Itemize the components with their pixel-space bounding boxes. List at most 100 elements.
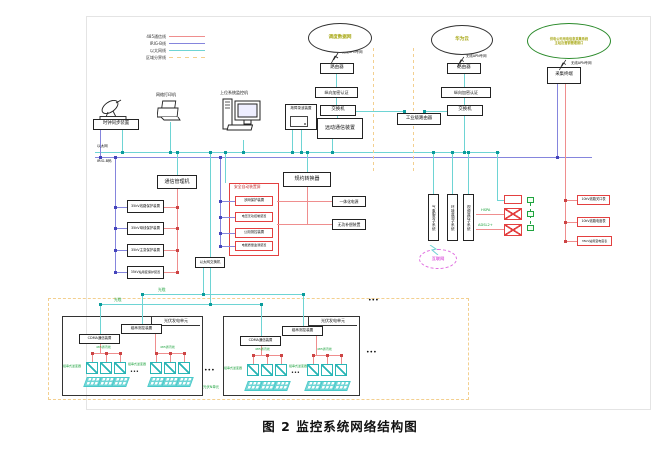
junction	[218, 244, 222, 248]
wire-r	[253, 355, 254, 364]
wire-c	[433, 152, 434, 194]
cloud-power-company-label: 供电公司用电信息采集系统 主站及营销管理接口	[549, 37, 589, 45]
485-label-1: 485通讯线	[96, 345, 111, 349]
legend-line-zone	[169, 57, 205, 58]
wire-b	[115, 250, 127, 251]
protect-line-label: 35kV线路保护装置	[131, 203, 160, 208]
wire-b	[115, 157, 116, 274]
junction	[218, 231, 222, 235]
junction	[120, 150, 124, 154]
junction	[339, 353, 343, 357]
junction	[182, 351, 186, 355]
wire-r	[476, 214, 504, 215]
weather-subsystem-label: 气象服务子系统	[432, 204, 437, 231]
ethernet-bus-label: 以太网	[97, 144, 108, 148]
wire-c	[468, 152, 469, 194]
wire-r	[164, 250, 177, 251]
string-inverter-icon	[114, 362, 126, 374]
junction	[90, 351, 94, 355]
legend-label-zone: 区域分界线	[146, 54, 166, 60]
wire-c	[292, 130, 293, 152]
junction	[301, 292, 305, 296]
protect-bus-label: 35kV母线保护装置	[131, 225, 160, 230]
string-monitor-2-label: 组串测控装置	[291, 328, 314, 333]
wire-c	[356, 111, 404, 112]
legend-row: IRIG-B线	[122, 40, 205, 47]
apn-label-1: 无线APN专网	[342, 50, 363, 54]
junction	[466, 150, 470, 154]
junction	[175, 248, 179, 252]
junction	[113, 226, 117, 230]
encrypt-auth-2: 纵向加密认证	[441, 87, 491, 98]
pv-unit-2-label-label: 光伏发电单元	[321, 318, 345, 323]
junction	[113, 270, 117, 274]
wire-b	[220, 217, 235, 218]
modem-box-2	[504, 224, 522, 236]
cloud-huawei-label: 华为云	[455, 37, 469, 43]
meter-station-transformer-label: 35kV站用变电度表	[581, 238, 608, 243]
junction	[218, 215, 222, 219]
pv-zone-boundary	[48, 298, 469, 400]
wire-c	[142, 294, 303, 295]
junction	[175, 270, 179, 274]
antenna-icon-3	[556, 56, 572, 71]
wire-c	[170, 122, 171, 152]
environment-subsystem-label: 环境监测子系统	[451, 204, 456, 231]
fiber-label-1: 光缆	[158, 287, 166, 292]
wire-r	[341, 355, 342, 364]
cloud-dispatch-network: 调度数据网	[308, 23, 372, 53]
router-1-label: 路由器	[330, 65, 344, 71]
video-subsystem-label: 视频监控子系统	[467, 204, 472, 231]
weather-subsystem: 气象服务子系统	[428, 194, 439, 241]
device-screen-icon	[290, 116, 308, 127]
wire-r	[164, 228, 177, 229]
legend-line-485	[169, 36, 205, 37]
printer-label: 网络打印机	[156, 92, 176, 97]
video-subsystem: 视频监控子系统	[463, 194, 474, 241]
junction	[208, 150, 212, 154]
safety-panel-label: 安全自动装置屏	[234, 184, 261, 189]
wire-r	[170, 353, 171, 362]
fault-recorder: 故障录波装置	[285, 104, 317, 130]
string-inverter-icon	[178, 362, 190, 374]
cloud-huawei: 华为云	[431, 25, 493, 55]
wireless-link-icon	[428, 240, 442, 256]
integrated-power: 一体化电源	[332, 196, 366, 207]
cloud-dispatch-network-label: 调度数据网	[328, 35, 352, 41]
protect-station-transformer-label: 35kV站用变保护装置	[130, 269, 161, 274]
wire-c	[497, 200, 504, 201]
junction	[168, 351, 172, 355]
wire-c	[243, 140, 244, 152]
switch-1-label: 交换机	[331, 107, 345, 113]
wire-r	[565, 200, 577, 201]
legend-line-ethernet	[169, 50, 205, 51]
wire-r	[277, 224, 332, 225]
wire-c	[337, 116, 338, 118]
host-computer-label: 上位系统监控机	[220, 90, 248, 95]
legend: 485通信线 IRIG-B线 以太网线 区域分界线	[122, 33, 205, 61]
string-inverter-icon	[100, 362, 112, 374]
junction	[140, 292, 144, 296]
ethernet-switch: 以太网交换机	[195, 257, 225, 268]
safety-auto-panel-group	[229, 183, 279, 256]
wire-b	[95, 157, 592, 158]
string-monitor-1: 组串测控装置	[121, 324, 162, 334]
dots-1: •••	[130, 369, 139, 375]
junction	[259, 302, 263, 306]
cdma-comm-2-label: CDMA通信装置	[248, 338, 273, 343]
clock-sync-box-label: 时钟同步装置	[102, 121, 130, 127]
junction	[311, 353, 315, 357]
wire-c	[225, 152, 226, 183]
encrypt-auth-2-label: 纵向加密认证	[454, 89, 478, 95]
wire-b	[115, 207, 127, 208]
string-monitor-2: 组串测控装置	[282, 326, 323, 336]
wire-c	[307, 152, 308, 172]
wire-b	[220, 201, 235, 202]
junction	[251, 353, 255, 357]
ethernet-switch-label: 以太网交换机	[199, 259, 221, 264]
switch-2: 交换机	[447, 105, 483, 116]
wire-r	[565, 84, 566, 241]
legend-label-irigb: IRIG-B线	[149, 40, 166, 46]
protocol-converter-label: 规约转换器	[294, 176, 320, 182]
wire-c	[177, 152, 178, 175]
